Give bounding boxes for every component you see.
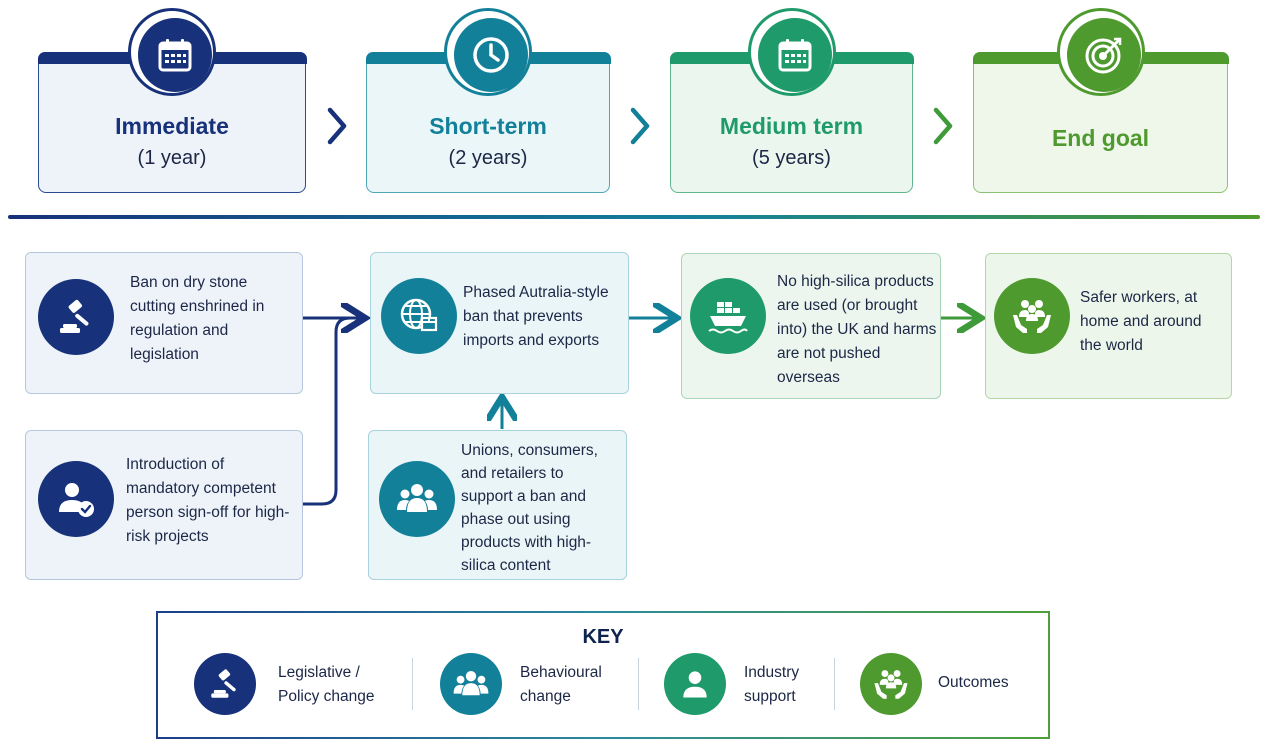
phase-short-term: Short-term (2 years) [365, 8, 611, 193]
legend-label: Outcomes [938, 674, 1009, 691]
phase-title: Short-term [429, 113, 547, 139]
box-text: No high-silica products are used (or bro… [777, 273, 937, 386]
legend-label: Behavioural change [520, 664, 602, 705]
box-safer-workers: Safer workers, at home and around the wo… [985, 253, 1232, 399]
phase-badge [747, 8, 836, 96]
box-text: Unions, consumers, and retailers to supp… [461, 442, 598, 574]
legend-label: Legislative / Policy change [278, 664, 375, 705]
box-unions-consumers: Unions, consumers, and retailers to supp… [368, 430, 627, 580]
legend: KEY Legislative / Policy change Behaviou… [156, 611, 1050, 739]
box-legislation-ban: Ban on dry stone cutting enshrined in re… [25, 252, 303, 394]
box-no-high-silica: No high-silica products are used (or bro… [681, 253, 941, 399]
legend-divider [412, 658, 413, 710]
phase-title: Medium term [719, 113, 864, 139]
hands-people-icon [994, 278, 1070, 354]
phase-badge [128, 8, 216, 96]
phase-badge [1056, 8, 1145, 96]
gavel-icon [38, 279, 114, 355]
box-competent-person: Introduction of mandatory competent pers… [25, 430, 303, 580]
group-icon [440, 653, 502, 715]
legend-divider [638, 658, 639, 710]
phase-medium-term: Medium term (5 years) [669, 8, 914, 193]
calendar-icon [138, 18, 212, 92]
globe-box-icon [381, 278, 457, 354]
legend-title: KEY [582, 626, 624, 648]
hands-people-icon [860, 653, 922, 715]
phase-title: Immediate [115, 113, 229, 139]
phase-title: End goal [1051, 125, 1150, 151]
phase-end-goal: End goal [972, 8, 1229, 193]
chevron-right-icon [630, 107, 650, 145]
box-text: Introduction of mandatory competent pers… [126, 456, 290, 545]
box-text: Ban on dry stone cutting enshrined in re… [130, 274, 265, 363]
box-text: Phased Autralia-style ban that prevents … [463, 284, 609, 349]
box-phased-ban: Phased Autralia-style ban that prevents … [370, 252, 629, 394]
phase-badge [444, 8, 532, 96]
ship-icon [690, 278, 766, 354]
chevron-right-icon [327, 107, 347, 145]
phase-immediate: Immediate (1 year) [37, 8, 307, 193]
box-text: Safer workers, at home and around the wo… [1080, 289, 1202, 354]
chevron-right-icon [933, 107, 953, 145]
calendar-icon [757, 18, 832, 92]
group-icon [379, 461, 455, 537]
gavel-icon [194, 653, 256, 715]
person-icon [664, 653, 726, 715]
legend-label: Industry support [744, 664, 800, 705]
phase-subtitle: (1 year) [137, 147, 207, 169]
phase-subtitle: (5 years) [752, 147, 831, 169]
phase-subtitle: (2 years) [448, 147, 528, 169]
legend-divider [834, 658, 835, 710]
target-icon [1066, 18, 1141, 92]
clock-icon [454, 18, 528, 92]
timeline-divider [8, 215, 1260, 219]
person-check-icon [38, 461, 114, 537]
